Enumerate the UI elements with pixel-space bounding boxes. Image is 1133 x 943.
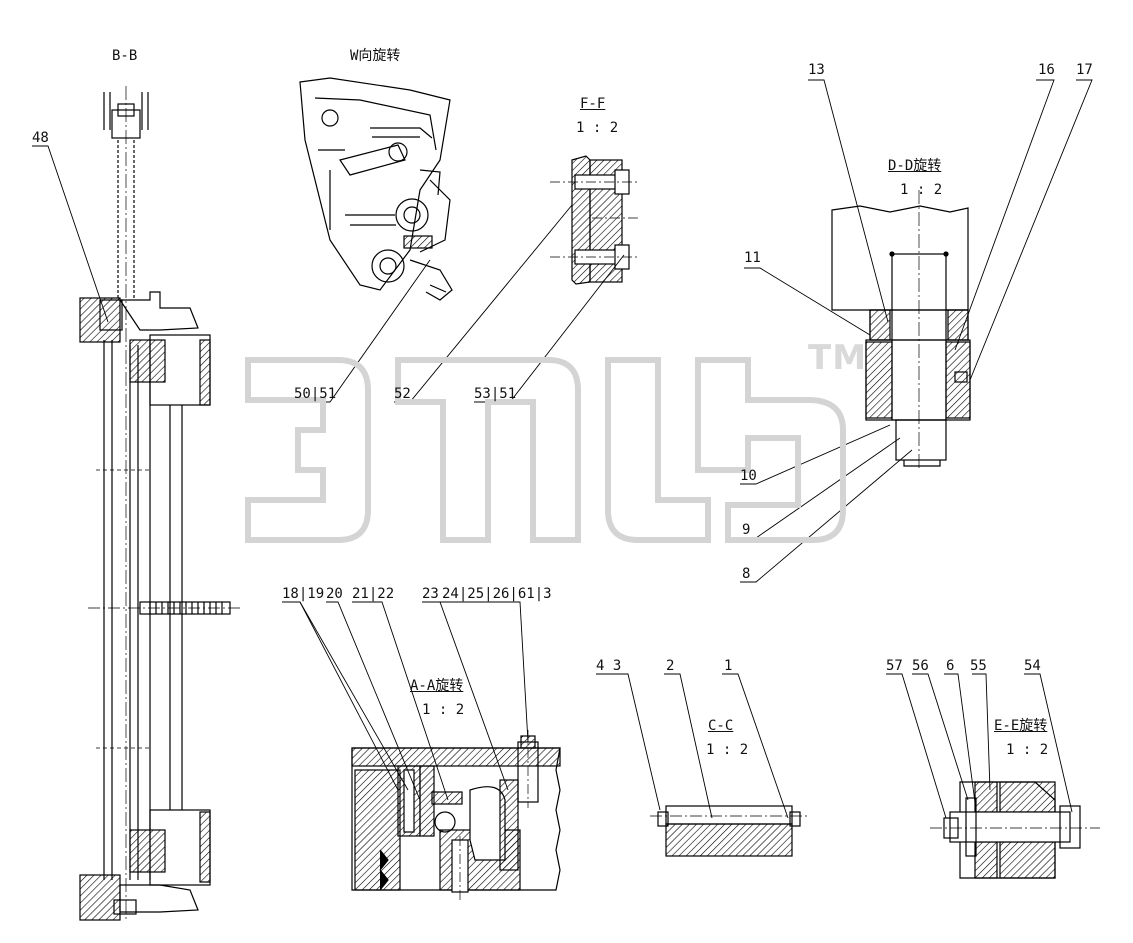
callout-23: 23 xyxy=(422,586,439,602)
callout-52: 52 xyxy=(394,386,411,402)
callout-6: 6 xyxy=(946,658,955,674)
callout-50-51: 50|51 xyxy=(294,386,337,402)
view-title-dd: D-D旋转 xyxy=(888,158,942,174)
leader-lines xyxy=(32,79,1093,819)
view-title-aa: A-A旋转 xyxy=(410,678,464,694)
view-scale-ee: 1 : 2 xyxy=(1006,742,1049,758)
view-title-w: W向旋转 xyxy=(350,48,401,64)
callout-8: 8 xyxy=(742,566,751,582)
callout-53-51: 53|51 xyxy=(474,386,517,402)
view-scale-cc: 1 : 2 xyxy=(706,742,749,758)
callout-4-3: 4 3 xyxy=(596,658,622,674)
callout-20: 20 xyxy=(326,586,343,602)
view-title-ee: E-E旋转 xyxy=(994,718,1048,734)
view-ee xyxy=(930,781,1100,879)
view-bb xyxy=(79,86,240,921)
callout-48: 48 xyxy=(32,130,49,146)
watermark-trademark: TM xyxy=(808,338,868,378)
callout-17: 17 xyxy=(1076,62,1093,78)
callout-57: 57 xyxy=(886,658,903,674)
view-title-ff: F-F xyxy=(580,96,606,112)
callout-21-22: 21|22 xyxy=(352,586,395,602)
callout-24-25-26-61-3: 24|25|26|61|3 xyxy=(442,586,552,602)
view-cc xyxy=(650,805,808,857)
view-scale-ff: 1 : 2 xyxy=(576,120,619,136)
callout-1: 1 xyxy=(724,658,733,674)
callout-13: 13 xyxy=(808,62,825,78)
view-title-cc: C-C xyxy=(708,718,734,734)
callout-10: 10 xyxy=(740,468,757,484)
callout-2: 2 xyxy=(666,658,675,674)
view-scale-dd: 1 : 2 xyxy=(900,182,943,198)
callout-55: 55 xyxy=(970,658,987,674)
callout-54: 54 xyxy=(1024,658,1041,674)
view-w xyxy=(299,77,453,301)
callout-56: 56 xyxy=(912,658,929,674)
view-dd xyxy=(831,190,971,470)
callout-16: 16 xyxy=(1038,62,1055,78)
callout-9: 9 xyxy=(742,522,751,538)
view-title-bb: B-B xyxy=(112,48,138,64)
watermark-logo xyxy=(245,357,846,543)
callout-11: 11 xyxy=(744,250,761,266)
callout-18-19: 18|19 xyxy=(282,586,325,602)
view-scale-aa: 1 : 2 xyxy=(422,702,465,718)
view-aa xyxy=(351,730,561,900)
view-ff xyxy=(550,155,640,285)
